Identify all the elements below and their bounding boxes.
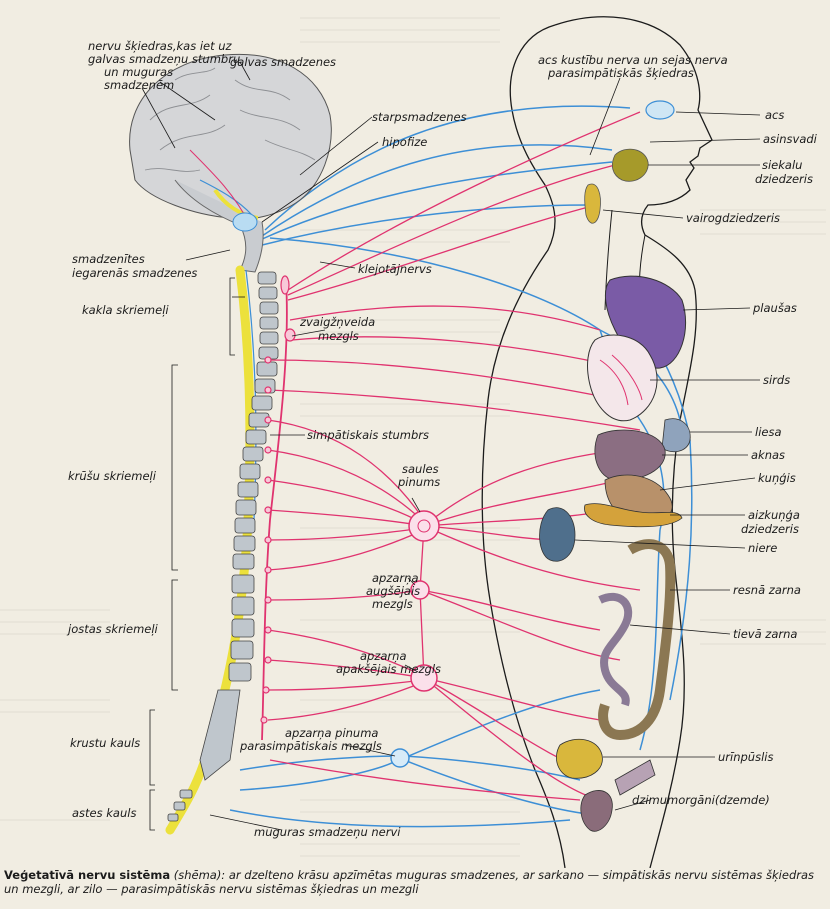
label-thoracic-vertebrae: krūšu skriemeļi <box>68 469 157 483</box>
label-sympathetic-trunk: simpātiskais stumbrs <box>307 428 429 442</box>
organs <box>539 100 691 832</box>
label-diencephalon: starpsmadzenes <box>372 110 467 124</box>
label-brain: galvas smadzenes <box>230 55 336 69</box>
label-cervical-vertebrae: kakla skriemeļi <box>82 303 169 317</box>
label-small-intestine: tievā zarna <box>733 627 797 641</box>
label-kidney: niere <box>748 541 777 555</box>
label-spleen: liesa <box>755 425 782 439</box>
spinal-column <box>165 265 279 835</box>
label-coccyx: astes kauls <box>72 806 136 820</box>
label-sacrum: krustu kauls <box>70 736 140 750</box>
label-thyroid: vairogdziedzeris <box>686 211 780 225</box>
label-spinal-nerves: muguras smadzeņu nervi <box>254 825 401 839</box>
label-vagus-nerve: klejotājnervs <box>358 262 432 276</box>
leader-lines <box>141 61 761 831</box>
label-blood-vessels: asinsvadi <box>763 132 818 146</box>
sympathetic-fibers <box>267 111 641 801</box>
figure-caption: Veģetatīvā nervu sistēma (shēma): ar dze… <box>4 868 824 896</box>
label-heart: sirds <box>763 373 790 387</box>
label-stomach: kuņģis <box>758 471 796 485</box>
sympathetic-trunk <box>260 275 296 741</box>
region-brackets <box>149 277 235 831</box>
label-lungs: plaušas <box>752 301 797 315</box>
label-lumbar-vertebrae: jostas skriemeļi <box>66 622 159 636</box>
caption-text: (shēma): ar dzelteno krāsu apzīmētas mug… <box>4 868 815 896</box>
label-reproductive-organs: dzimumorgāni(dzemde) <box>632 793 770 807</box>
label-bladder: urīnpūslis <box>718 750 773 764</box>
label-liver: aknas <box>751 448 785 462</box>
label-large-intestine: resnā zarna <box>733 583 801 597</box>
label-pituitary: hipofize <box>382 135 427 149</box>
caption-title: Veģetatīvā nervu sistēma <box>4 868 171 882</box>
label-eye: acs <box>765 108 784 122</box>
